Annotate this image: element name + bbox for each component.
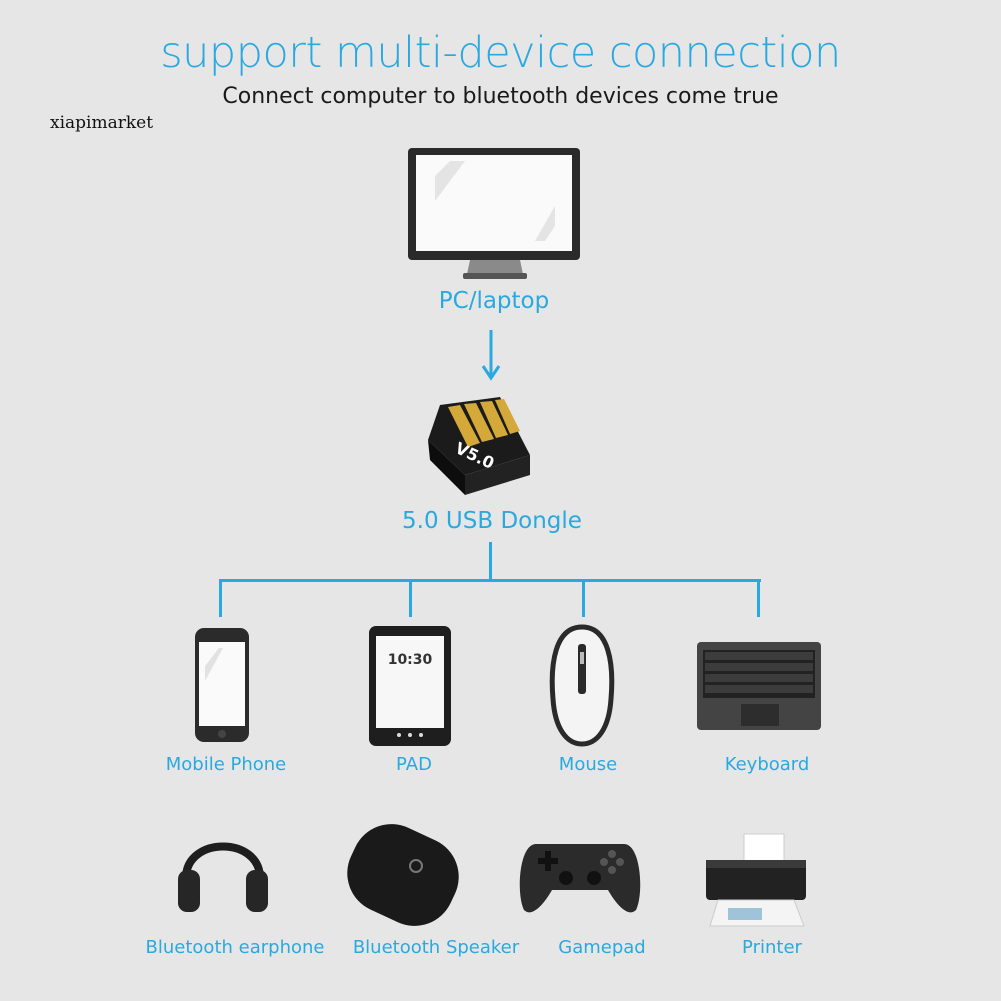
connector-line: [489, 542, 492, 582]
tablet-clock: 10:30: [388, 652, 433, 668]
device-label-gamepad: Gamepad: [558, 937, 646, 958]
device-label-keyboard: Keyboard: [724, 754, 810, 775]
device-label-mobile-phone: Mobile Phone: [165, 754, 287, 775]
headphones-icon: [178, 842, 268, 912]
page-subtitle: Connect computer to bluetooth devices co…: [222, 84, 779, 109]
gamepad-icon: [519, 844, 641, 913]
connector-line: [409, 579, 412, 617]
tablet-icon: 10:30: [369, 626, 451, 746]
usb-dongle-icon: V5.0: [428, 397, 530, 495]
dongle-label: 5.0 USB Dongle: [402, 508, 582, 534]
connector-line: [582, 579, 585, 617]
mouse-icon: [549, 624, 615, 747]
device-label-bluetooth-earphone: Bluetooth earphone: [145, 937, 325, 958]
device-label-printer: Printer: [742, 937, 802, 958]
connector-line: [219, 579, 222, 617]
printer-icon: [706, 833, 806, 927]
device-label-pad: PAD: [396, 754, 432, 775]
connector-line: [757, 579, 760, 617]
arrow-down-icon: [481, 330, 501, 381]
keyboard-icon: [697, 642, 821, 730]
device-label-bluetooth-speaker: Bluetooth Speaker: [352, 937, 520, 958]
watermark: xiapimarket: [50, 113, 154, 133]
device-label-mouse: Mouse: [558, 754, 618, 775]
page-title: support multi-device connection: [160, 28, 841, 78]
monitor-icon: [408, 148, 580, 279]
connector-line: [219, 579, 761, 582]
pc-label: PC/laptop: [438, 288, 550, 314]
speaker-icon: [347, 824, 459, 926]
mobile-phone-icon: [195, 628, 249, 742]
